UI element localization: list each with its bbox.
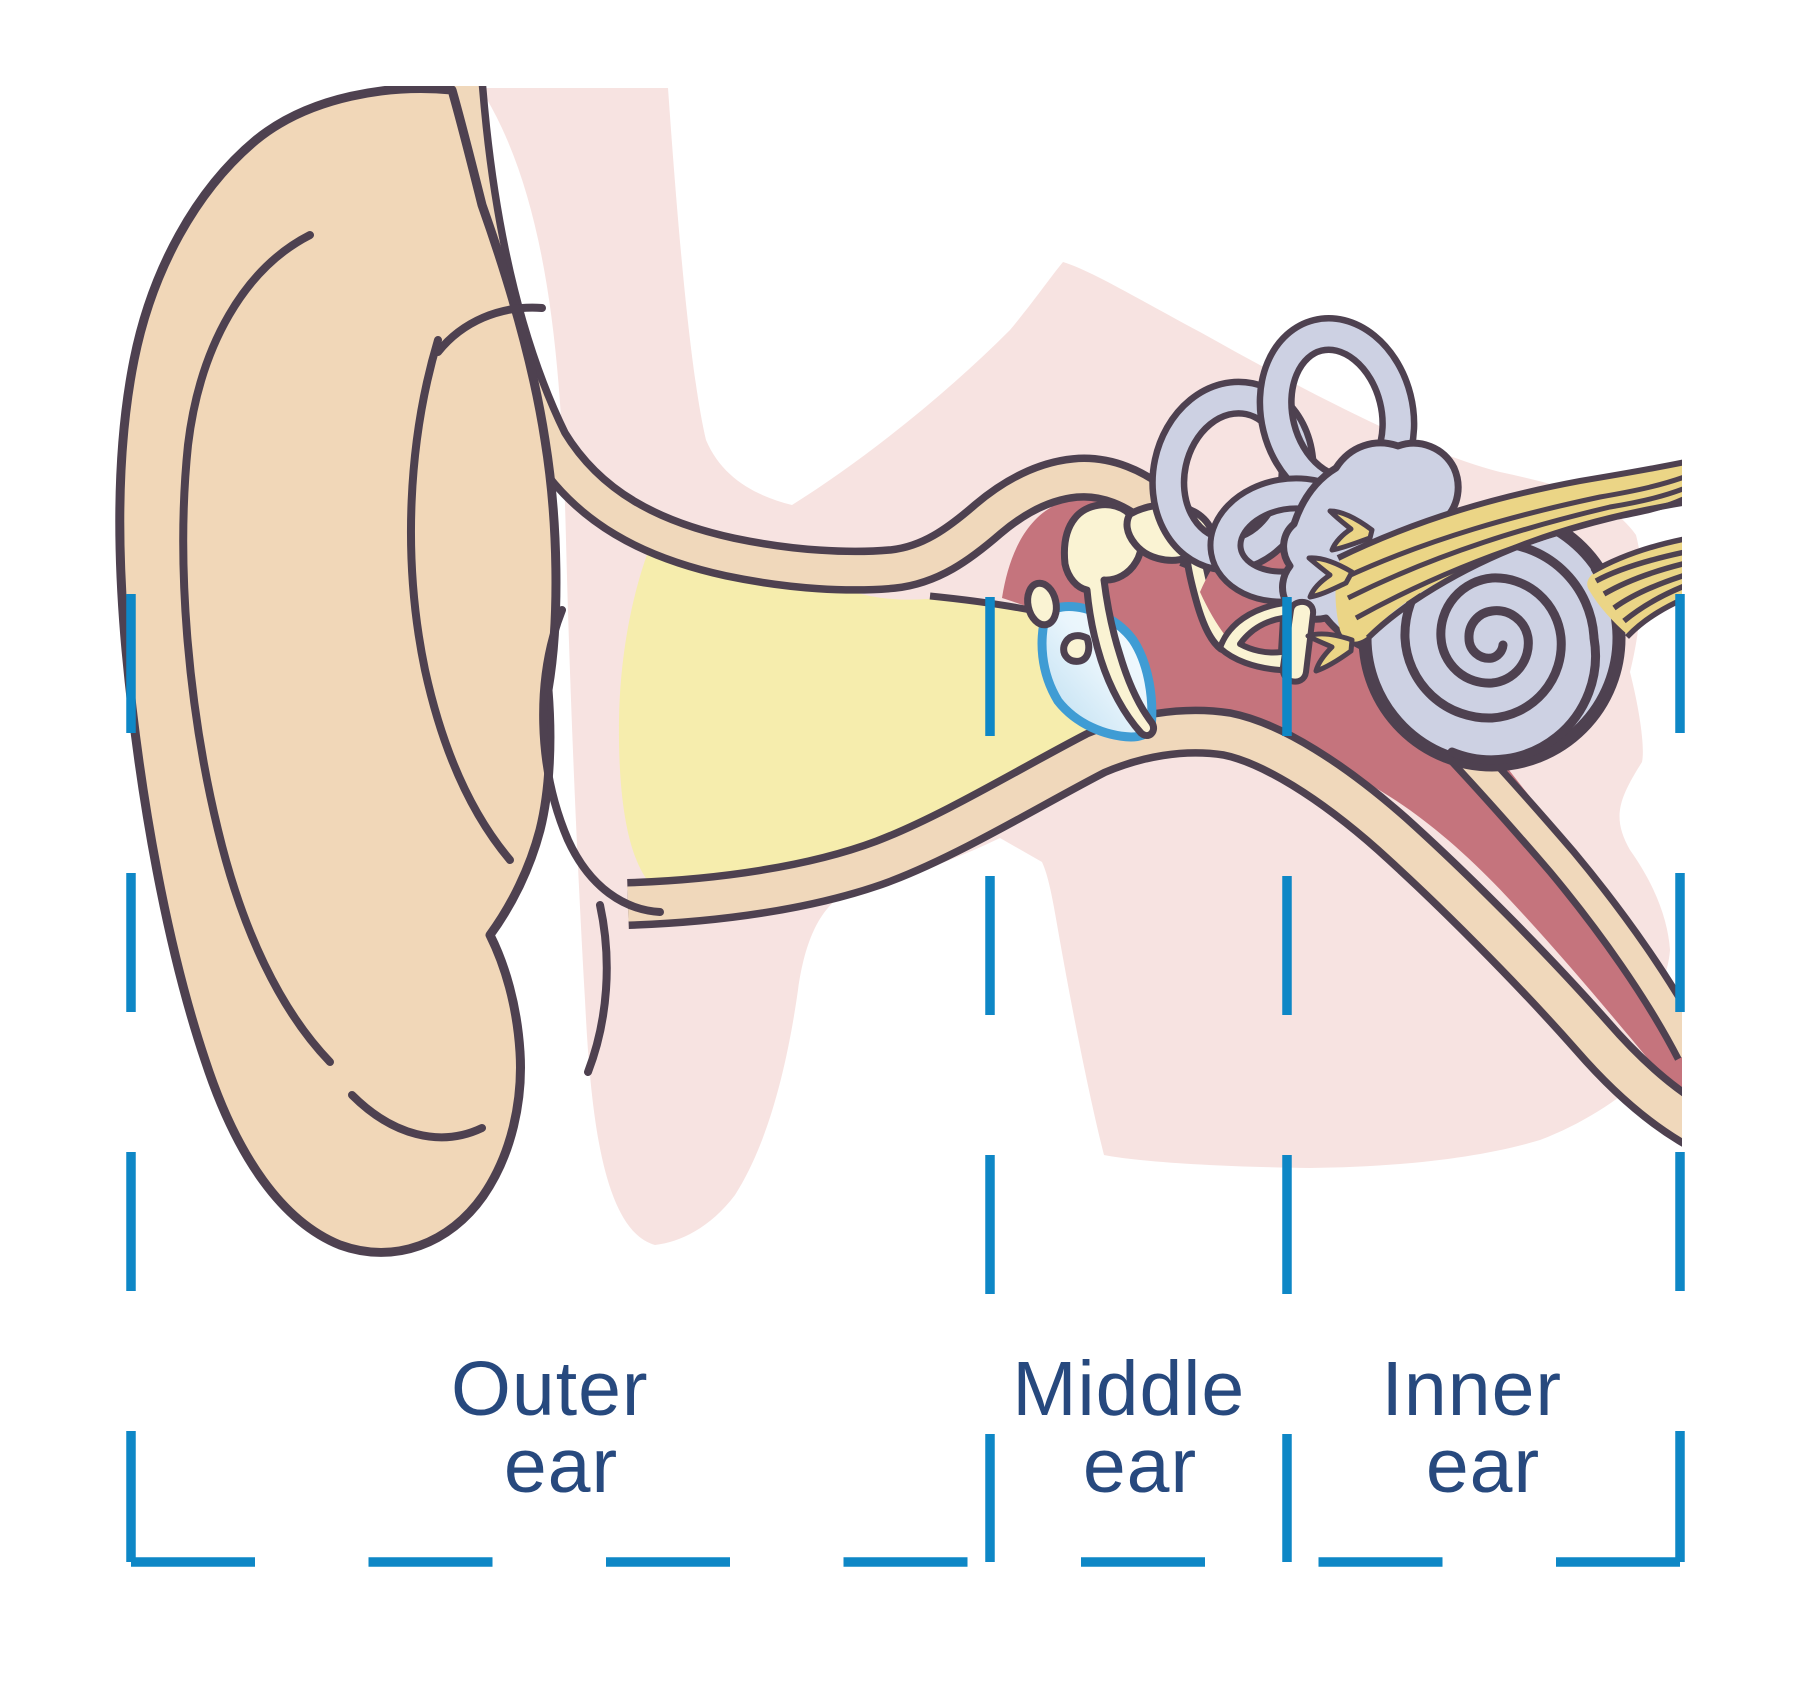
lobe-crease-line bbox=[348, 1091, 486, 1142]
outer-ear-label-line2: ear bbox=[504, 1423, 618, 1509]
ear-canal-shape bbox=[618, 552, 1150, 904]
nerve-fork-tips bbox=[1305, 508, 1375, 674]
nerve-fork bbox=[1305, 631, 1355, 674]
antihelix-branch-line bbox=[434, 303, 546, 356]
nerve-lower-strand bbox=[1622, 584, 1682, 624]
outer-ear-label-line1: Outer bbox=[451, 1346, 649, 1432]
middle-ear-label-line2: ear bbox=[1083, 1423, 1197, 1509]
section-dividers bbox=[126, 594, 1685, 1567]
middle-ear-cavity-shape bbox=[1002, 479, 1682, 1100]
nerve-lower-strand bbox=[1594, 549, 1682, 584]
nerve-upper-edge-top bbox=[1336, 459, 1682, 561]
section-labels: Outer ear Middle ear Inner ear bbox=[451, 1346, 1585, 1509]
nerve-lower-edge bbox=[1625, 596, 1682, 639]
nerve-lower-edge bbox=[1590, 536, 1682, 575]
antihelix-fold-line bbox=[406, 336, 514, 864]
artwork-group bbox=[115, 86, 1682, 1257]
nerve-fork bbox=[1306, 555, 1355, 600]
tragus-fold-line bbox=[584, 901, 611, 1076]
middle-ear-label: Middle ear bbox=[1012, 1346, 1267, 1509]
lower-skin-band bbox=[627, 714, 1682, 1139]
inner-ear-label: Inner ear bbox=[1382, 1346, 1585, 1509]
tensor-lump bbox=[1024, 579, 1060, 629]
helix-fold-line bbox=[179, 231, 334, 1066]
nerve-upper-strand bbox=[1346, 486, 1682, 601]
middle-ear-label-line1: Middle bbox=[1012, 1346, 1245, 1432]
nerve-lower-strand bbox=[1602, 561, 1682, 597]
cochlea-spiral bbox=[1400, 538, 1601, 765]
outer-ear-label: Outer ear bbox=[451, 1346, 671, 1509]
nerve-upper-strand bbox=[1342, 475, 1682, 581]
concha-fold-line bbox=[539, 606, 664, 916]
malleus-spur bbox=[1060, 632, 1093, 665]
inner-ear-label-line1: Inner bbox=[1382, 1346, 1563, 1432]
nerve-lower-strand bbox=[1612, 573, 1682, 611]
pinna-group bbox=[115, 86, 664, 1257]
nerve-upper-strand bbox=[1354, 496, 1682, 621]
auditory-nerve-upper bbox=[1305, 459, 1682, 674]
pinna-shape bbox=[115, 86, 561, 1257]
nerve-fork bbox=[1327, 508, 1375, 553]
auditory-nerve-lower bbox=[1587, 536, 1682, 639]
inner-ear-label-line2: ear bbox=[1426, 1423, 1540, 1509]
